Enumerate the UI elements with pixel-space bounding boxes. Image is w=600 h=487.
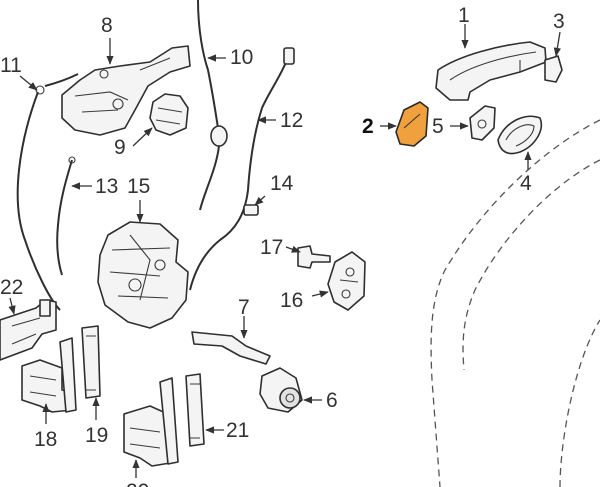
part-8-handle-carrier <box>61 45 191 136</box>
callout-7: 7 <box>238 296 250 319</box>
callout-9: 9 <box>114 136 126 159</box>
part-21-shim <box>185 373 205 447</box>
part-1-exterior-handle <box>435 41 547 101</box>
part-22-hinge <box>0 299 57 361</box>
callout-6: 6 <box>326 389 338 412</box>
callout-21: 21 <box>226 419 249 442</box>
callout-19: 19 <box>85 424 108 447</box>
part-6-lock-cylinder <box>259 367 303 413</box>
part-19-shim <box>81 325 101 399</box>
leader-9 <box>132 127 153 147</box>
part-20-hinge <box>123 377 179 467</box>
callout-18: 18 <box>34 428 57 451</box>
part-18-hinge <box>21 337 77 413</box>
callout-5: 5 <box>432 115 444 138</box>
leader-17 <box>285 245 301 253</box>
door-outline <box>430 119 600 487</box>
callout-4: 4 <box>520 172 532 195</box>
callout-15: 15 <box>127 175 150 198</box>
callout-11: 11 <box>0 54 22 77</box>
callout-17: 17 <box>260 236 283 259</box>
callout-22: 22 <box>0 276 23 299</box>
part-10-cable <box>197 0 228 211</box>
part-4-escutcheon <box>497 115 542 155</box>
leader-16 <box>311 290 329 298</box>
leader-14 <box>254 195 266 206</box>
callout-3: 3 <box>553 10 565 33</box>
part-17-bolt <box>297 245 331 269</box>
part-3-cap <box>544 55 563 83</box>
callout-10: 10 <box>230 46 253 69</box>
callout-1: 1 <box>458 4 470 27</box>
callout-12: 12 <box>280 109 303 132</box>
part-12-cable <box>189 47 295 291</box>
leader-11 <box>19 75 38 91</box>
callout-2: 2 <box>362 115 374 138</box>
part-5-bracket <box>469 105 496 141</box>
leader-3 <box>553 31 561 57</box>
callout-20: 20 <box>126 480 149 487</box>
part-15-lock-actuator <box>97 221 189 329</box>
callout-14: 14 <box>270 172 294 195</box>
part-14-clip <box>243 204 259 216</box>
part-7-lever <box>191 331 271 365</box>
callout-13: 13 <box>95 175 118 198</box>
leader-22 <box>8 297 16 315</box>
callout-8: 8 <box>101 14 113 37</box>
callout-16: 16 <box>280 289 303 312</box>
part-13-rod <box>56 156 76 276</box>
part-9-cover <box>149 93 189 136</box>
part-2-gasket-highlighted <box>395 101 429 147</box>
part-16-striker-plate <box>327 251 366 311</box>
